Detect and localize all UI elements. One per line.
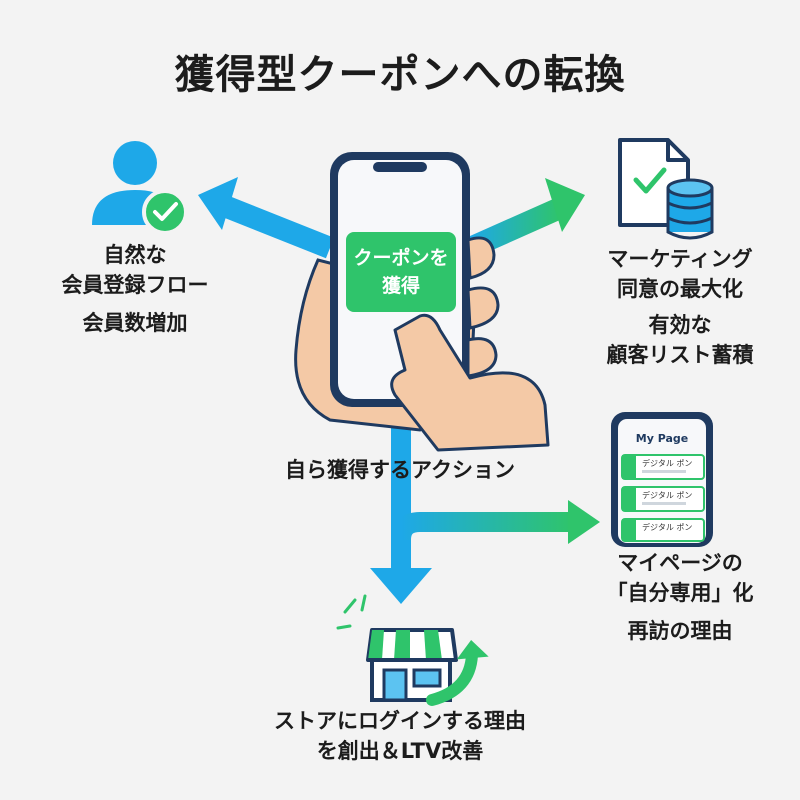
coupon-label-line1: クーポンを — [353, 246, 448, 269]
arrow-down-trunk — [370, 410, 432, 604]
mypage-ticket-label: デジタル ポン — [642, 490, 692, 500]
mypage-phone: My Page デジタル ポン デジタル ポン デジタル ポン — [611, 412, 713, 547]
arrow-to-mypage — [391, 500, 600, 544]
right-top-line3: 有効な — [648, 313, 712, 337]
coupon-label-line2: 獲得 — [382, 274, 420, 297]
coupon-button[interactable] — [346, 232, 456, 312]
arrow-to-member-registration — [198, 177, 335, 259]
arrow-to-marketing-consent — [465, 178, 585, 259]
member-registration-label: 自然な 会員登録フロー 会員数増加 — [40, 240, 230, 338]
mypage-header: My Page — [636, 432, 688, 445]
right-top-line4: 顧客リスト蓄積 — [606, 343, 754, 367]
mypage-ticket-label: デジタル ポン — [642, 458, 692, 468]
ltv-label: ストアにログインする理由 を創出＆LTV改善 — [200, 706, 600, 766]
user-check-icon — [92, 141, 188, 235]
right-bottom-line2: 「自分専用」化 — [606, 581, 754, 605]
page-title: 獲得型クーポンへの転換 — [174, 52, 626, 98]
mypage-ticket[interactable]: デジタル ポン — [621, 486, 705, 512]
right-top-line1: マーケティング — [607, 247, 753, 271]
mypage-ticket[interactable]: デジタル ポン — [621, 518, 705, 542]
right-bottom-line3: 再訪の理由 — [627, 619, 733, 643]
store-growth-icon — [336, 594, 489, 706]
mypage-ticket[interactable]: デジタル ポン — [621, 454, 705, 480]
mypage-label: マイページの 「自分専用」化 再訪の理由 — [560, 548, 800, 646]
right-bottom-line1: マイページの — [617, 551, 743, 575]
mypage-ticket-label: デジタル ポン — [642, 522, 692, 532]
left-line2: 会員登録フロー — [61, 273, 209, 297]
bottom-line2: を創出＆LTV改善 — [316, 739, 484, 763]
right-top-line2: 同意の最大化 — [617, 277, 743, 301]
self-action-label: 自ら獲得するアクション — [285, 458, 515, 482]
bottom-line1: ストアにログインする理由 — [274, 709, 526, 733]
document-database-icon — [618, 138, 714, 240]
marketing-consent-label: マーケティング 同意の最大化 有効な 顧客リスト蓄積 — [560, 244, 800, 370]
left-line1: 自然な — [103, 243, 167, 267]
left-line3: 会員数増加 — [82, 311, 188, 335]
hand-phone-icon: クーポンを 獲得 — [294, 152, 550, 452]
